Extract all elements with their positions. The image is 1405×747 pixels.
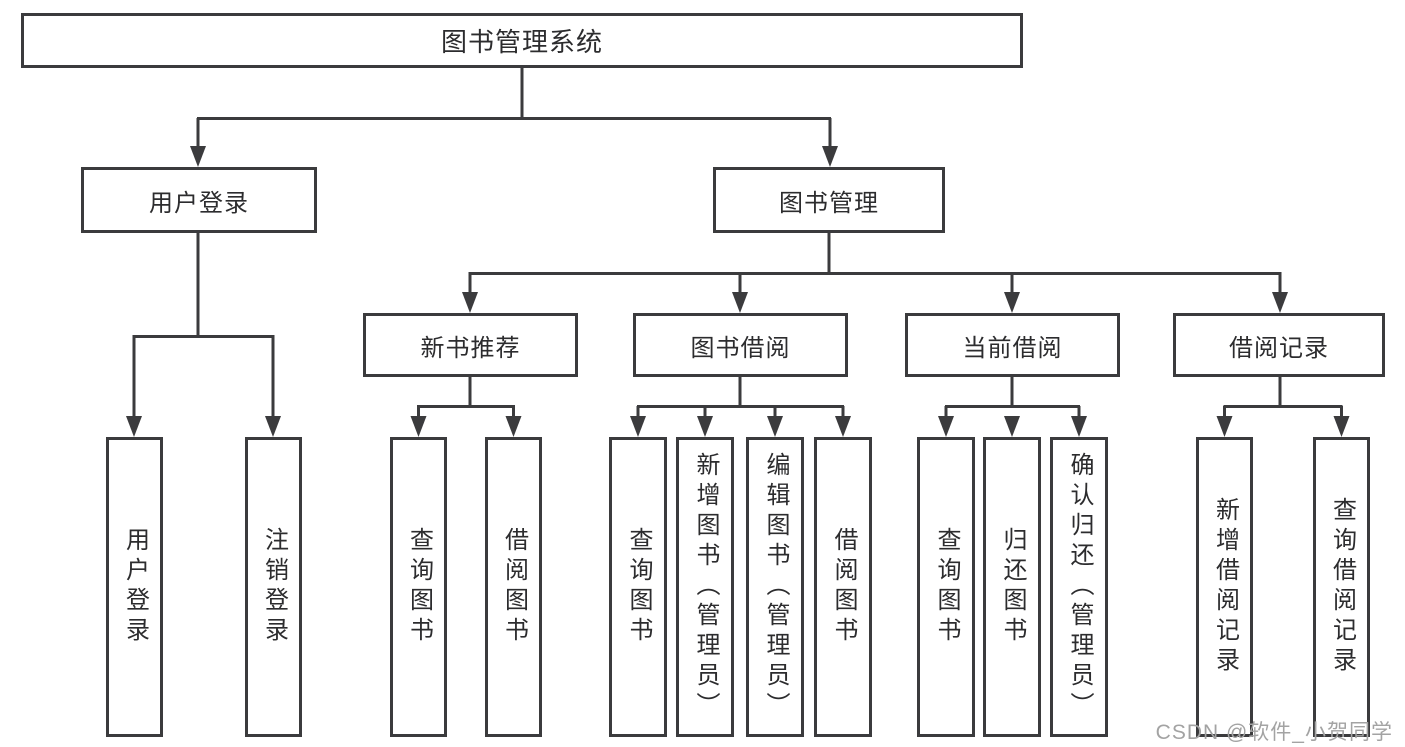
node-current-borrow: 当前借阅: [905, 313, 1120, 377]
leaf-records-add-borrow-record: 新增借阅记录: [1196, 437, 1253, 737]
leaf-borrow-edit-books-admin: 编辑图书（管理员）: [746, 437, 804, 737]
node-book-borrow: 图书借阅: [633, 313, 848, 377]
node-borrow-records: 借阅记录: [1173, 313, 1385, 377]
node-book-management: 图书管理: [713, 167, 945, 233]
leaf-recommend-query-books: 查询图书: [390, 437, 447, 737]
node-library-management-system: 图书管理系统: [21, 13, 1023, 68]
leaf-current-return-books: 归还图书: [983, 437, 1041, 737]
leaf-logout: 注销登录: [245, 437, 302, 737]
node-new-book-recommend: 新书推荐: [363, 313, 578, 377]
leaf-borrow-add-books-admin: 新增图书（管理员）: [676, 437, 734, 737]
leaf-user-login: 用户登录: [106, 437, 163, 737]
leaf-records-query-borrow-record: 查询借阅记录: [1313, 437, 1370, 737]
csdn-watermark: CSDN @软件_小贺同学: [1155, 721, 1393, 744]
leaf-recommend-borrow-books: 借阅图书: [485, 437, 542, 737]
leaf-current-confirm-return-admin: 确认归还（管理员）: [1050, 437, 1108, 737]
leaf-current-query-books: 查询图书: [917, 437, 975, 737]
leaf-borrow-borrow-books: 借阅图书: [814, 437, 872, 737]
leaf-borrow-query-books: 查询图书: [609, 437, 667, 737]
node-user-login: 用户登录: [81, 167, 317, 233]
